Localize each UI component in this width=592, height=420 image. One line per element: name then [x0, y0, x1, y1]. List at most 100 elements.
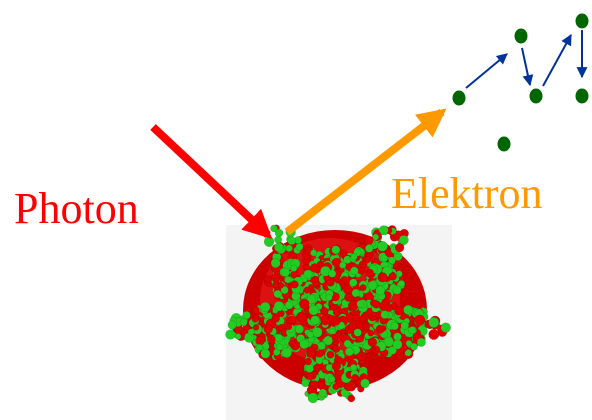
molecule-atom: [299, 298, 310, 309]
molecule-atom: [397, 280, 406, 288]
electron-dot-icon: [575, 13, 589, 29]
molecule-atom: [284, 275, 292, 284]
molecule-atom: [364, 235, 374, 246]
molecule-atom: [273, 301, 285, 312]
elektron-arrow: [284, 108, 447, 236]
molecule-atom: [344, 292, 353, 302]
molecule-atom: [388, 345, 397, 355]
molecule-atom: [428, 328, 440, 340]
molecule-atom: [274, 333, 284, 343]
molecule-atom: [280, 267, 290, 278]
molecule-atom: [247, 328, 255, 336]
molecule-atom: [350, 266, 359, 275]
molecule-atom: [290, 264, 298, 272]
molecule-atom: [260, 301, 271, 313]
molecule-atom: [320, 315, 331, 326]
molecule-atom: [395, 243, 405, 253]
molecule-atom: [371, 345, 381, 355]
molecule-atom: [405, 339, 413, 347]
molecule-atom: [400, 321, 409, 330]
molecule-atom: [274, 235, 282, 244]
electron-dot-icon: [575, 88, 589, 104]
molecule-atom: [390, 321, 399, 331]
molecule-atom: [307, 392, 319, 404]
molecule-atom: [306, 348, 316, 358]
molecule-atom: [276, 343, 284, 351]
molecule-atom: [339, 261, 347, 269]
molecule-atom: [326, 350, 335, 359]
molecule-atom: [380, 254, 389, 263]
molecule-atom: [359, 284, 367, 291]
molecule-atom: [263, 324, 273, 334]
molecule-atom: [408, 326, 416, 335]
molecule-atom: [234, 333, 242, 340]
electron-dot-icon: [452, 90, 466, 106]
molecule-atom: [313, 364, 321, 372]
photon-arrow: [150, 124, 273, 239]
molecule-atom: [325, 363, 333, 372]
molecule-atom: [255, 343, 263, 351]
molecule-atom: [377, 240, 388, 252]
hop-arrow: [465, 53, 508, 89]
molecule-atom: [341, 307, 349, 315]
molecule-atom: [267, 335, 276, 344]
molecule-atom: [285, 323, 293, 331]
molecule-atom: [308, 304, 319, 316]
molecule-atom: [263, 236, 275, 247]
molecule-atom: [367, 329, 375, 337]
molecule-atom: [242, 311, 251, 320]
molecule-atom: [365, 268, 374, 278]
molecule-atom: [315, 357, 324, 365]
molecule-atom: [378, 225, 389, 236]
molecule-atom: [287, 236, 297, 245]
molecule-atom: [332, 344, 341, 353]
molecule-atom: [252, 324, 260, 331]
molecule-atom: [328, 375, 336, 383]
molecule-atom: [264, 275, 272, 283]
molecule-atom: [414, 314, 426, 326]
electron-dot-icon: [497, 136, 511, 152]
molecule-atom: [299, 339, 310, 349]
molecule-atom: [375, 324, 385, 334]
molecule-atom: [273, 242, 284, 253]
molecule-atom: [304, 357, 312, 366]
molecule-atom: [394, 306, 404, 316]
electron-dot-icon: [514, 28, 528, 44]
molecule-atom: [273, 289, 282, 299]
molecule-atom: [392, 339, 403, 350]
molecule-atom: [285, 244, 293, 252]
molecule-atom: [351, 373, 359, 381]
hop-arrow: [521, 47, 534, 87]
molecule-atom: [367, 280, 378, 291]
molecule-atom: [281, 347, 292, 358]
molecule-atom: [239, 318, 248, 327]
molecule-atom: [347, 394, 356, 403]
molecule-atom: [367, 337, 377, 347]
molecule-atom: [287, 315, 297, 324]
molecule-atom: [332, 383, 340, 390]
molecule-atom: [358, 260, 367, 269]
molecule-atom: [356, 351, 366, 361]
molecule-atom: [310, 315, 321, 326]
molecule-atom: [325, 293, 333, 301]
protein-molecule-icon: [225, 224, 451, 404]
electron-hop-arrows: [465, 30, 588, 89]
molecule-atom: [251, 306, 260, 314]
molecule-atom: [416, 337, 426, 347]
molecule-atom: [306, 331, 315, 339]
molecule-atom: [339, 249, 348, 258]
molecule-atom: [280, 286, 289, 295]
molecule-atom: [351, 288, 361, 298]
molecule-atom: [388, 256, 396, 265]
molecule-atom: [310, 263, 320, 273]
molecule-atom: [372, 233, 380, 241]
molecule-atom: [388, 272, 397, 281]
molecule-atom: [227, 320, 237, 330]
molecule-atom: [403, 304, 414, 315]
molecule-atom: [343, 339, 352, 348]
molecule-atom: [360, 378, 370, 389]
molecule-atom: [356, 300, 365, 308]
molecule-atom: [353, 328, 362, 337]
